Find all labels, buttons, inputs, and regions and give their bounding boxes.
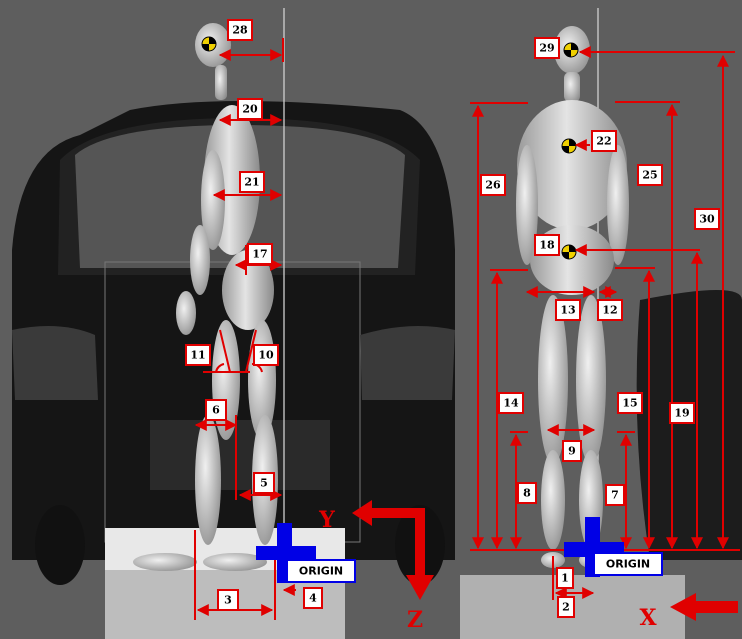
dim-label-15: 15 bbox=[622, 397, 637, 410]
dim-label-1: 1 bbox=[561, 572, 569, 585]
origin-label-side: ORIGIN bbox=[299, 565, 343, 578]
dim-label-19: 19 bbox=[674, 407, 689, 420]
axis-label-x: X bbox=[639, 605, 657, 631]
dim-label-20: 20 bbox=[242, 103, 258, 116]
front-label-boxes bbox=[480, 37, 720, 618]
dim-label-7: 7 bbox=[611, 489, 619, 502]
dim-label-9: 9 bbox=[568, 445, 576, 458]
arrow-icon bbox=[352, 500, 434, 600]
crash-test-target-icon bbox=[561, 138, 577, 154]
dim-label-22: 22 bbox=[596, 135, 611, 148]
dim-label-12: 12 bbox=[602, 304, 617, 317]
dim-label-10: 10 bbox=[258, 349, 274, 362]
dim-label-13: 13 bbox=[560, 304, 575, 317]
dim-label-14: 14 bbox=[503, 397, 519, 410]
dim-label-21: 21 bbox=[244, 176, 259, 189]
crash-test-target-icon bbox=[563, 42, 579, 58]
dim-label-17: 17 bbox=[252, 248, 267, 261]
axis-label-y: Y bbox=[318, 507, 335, 533]
dim-label-4: 4 bbox=[309, 592, 317, 605]
side-view-dummy bbox=[133, 23, 278, 571]
dim-label-6: 6 bbox=[212, 404, 220, 417]
dim-label-11: 11 bbox=[190, 349, 205, 362]
crash-test-target-icon bbox=[201, 36, 217, 52]
dim-label-8: 8 bbox=[523, 487, 531, 500]
origin-box-front bbox=[593, 552, 663, 576]
dim-label-2: 2 bbox=[562, 601, 570, 614]
front-dimension-lines bbox=[470, 46, 740, 600]
origin-box-side bbox=[286, 559, 356, 583]
crash-test-target-icon bbox=[561, 244, 577, 260]
side-label-texts: 28 20 21 17 11 10 6 5 3 4 bbox=[190, 24, 317, 607]
side-dimension-lines bbox=[194, 38, 296, 620]
arrow-icon bbox=[670, 593, 738, 621]
dim-label-29: 29 bbox=[539, 42, 554, 55]
dim-label-28: 28 bbox=[232, 24, 248, 37]
side-label-boxes bbox=[185, 19, 323, 611]
dim-label-26: 26 bbox=[485, 179, 501, 192]
axis-label-z: Z bbox=[407, 607, 423, 633]
dim-label-5: 5 bbox=[260, 477, 268, 490]
front-label-texts: 29 22 18 13 12 26 25 30 14 15 19 9 8 7 1… bbox=[485, 42, 715, 614]
origin-label-front: ORIGIN bbox=[606, 558, 650, 571]
dim-label-18: 18 bbox=[539, 239, 555, 252]
dim-label-30: 30 bbox=[699, 213, 715, 226]
dim-label-3: 3 bbox=[224, 594, 232, 607]
dim-label-25: 25 bbox=[642, 169, 657, 182]
